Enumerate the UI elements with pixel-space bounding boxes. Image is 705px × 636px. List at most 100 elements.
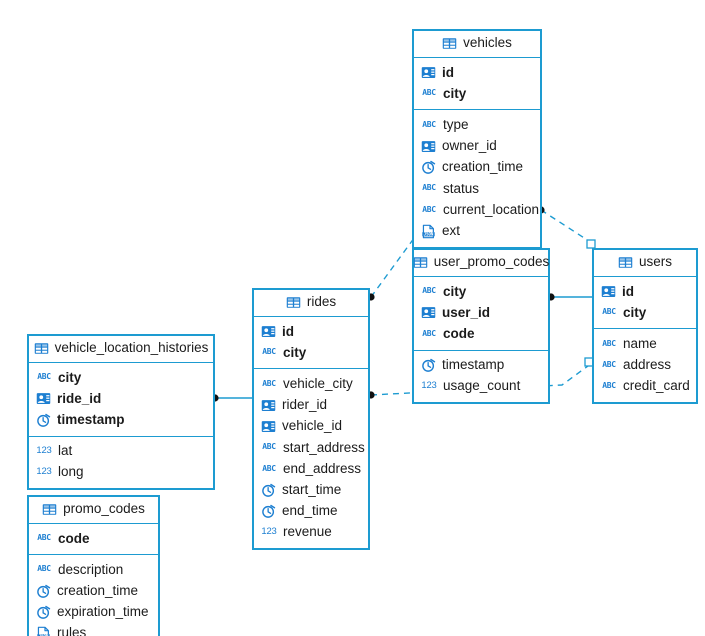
field-label: code (443, 325, 475, 341)
field-label: owner_id (442, 138, 497, 154)
entity-title: promo_codes (63, 501, 145, 517)
primary-key-user_id[interactable]: user_id (414, 302, 548, 323)
field-label: timestamp (442, 357, 505, 373)
table-icon (618, 255, 633, 270)
column-rules[interactable]: JSONrules (29, 623, 158, 636)
column-start_time[interactable]: start_time (254, 480, 368, 501)
relationship-endpoint-square (586, 239, 596, 249)
relationship-vehicles-to-users[interactable] (537, 206, 596, 249)
abc-string-icon: ABC (37, 533, 51, 543)
relationship-vehicle-location-histories-to-rides[interactable] (211, 394, 252, 402)
table-icon (413, 255, 428, 270)
abc-string-icon: ABC (422, 119, 436, 129)
entity-header-vehicles[interactable]: vehicles (414, 31, 540, 58)
field-label: type (443, 116, 469, 132)
entity-header-rides[interactable]: rides (254, 290, 368, 317)
primary-key-id[interactable]: id (254, 321, 368, 342)
abc-string-icon: ABC (262, 442, 276, 452)
table-icon (286, 295, 301, 310)
column-timestamp[interactable]: timestamp (414, 355, 548, 376)
field-label: start_address (283, 439, 365, 455)
table-icon (442, 36, 457, 51)
primary-key-ride_id[interactable]: ride_id (29, 388, 213, 409)
field-label: city (283, 344, 307, 360)
id-card-uuid-icon (421, 305, 436, 320)
field-label: code (58, 530, 90, 546)
field-label: long (58, 464, 84, 480)
column-owner_id[interactable]: owner_id (414, 136, 540, 157)
table-icon (34, 341, 49, 356)
column-long[interactable]: 123 long (29, 462, 213, 483)
primary-key-city[interactable]: ABC city (414, 83, 540, 104)
primary-key-city[interactable]: ABC city (254, 342, 368, 363)
entity-header-user_promo_codes[interactable]: user_promo_codes (413, 250, 550, 277)
field-label: id (442, 64, 454, 80)
field-label: start_time (282, 482, 342, 498)
primary-key-id[interactable]: id (414, 62, 540, 83)
entity-title: user_promo_codes (433, 254, 550, 270)
column-creation_time[interactable]: creation_time (29, 580, 158, 601)
primary-key-id[interactable]: id (594, 281, 696, 302)
entity-header-promo_codes[interactable]: promo_codes (29, 497, 158, 524)
column-expiration_time[interactable]: expiration_time (29, 602, 158, 623)
abc-string-icon: ABC (422, 328, 436, 338)
column-type[interactable]: ABC type (414, 114, 540, 135)
field-label: user_id (442, 304, 491, 320)
entity-header-vehicle_location_histories[interactable]: vehicle_location_histories (29, 336, 213, 363)
field-label: rules (57, 625, 87, 636)
clock-timestamp-icon (261, 504, 276, 519)
column-end_time[interactable]: end_time (254, 501, 368, 522)
field-label: id (282, 323, 294, 339)
field-label: revenue (283, 524, 332, 540)
number-123-icon: 123 (36, 444, 52, 456)
number-123-icon: 123 (36, 466, 52, 478)
column-creation_time[interactable]: creation_time (414, 157, 540, 178)
relationship-user-promo-codes-to-users[interactable] (547, 293, 592, 301)
entity-title: users (638, 254, 672, 270)
column-vehicle_id[interactable]: vehicle_id (254, 416, 368, 437)
abc-string-icon: ABC (262, 463, 276, 473)
column-start_address[interactable]: ABC start_address (254, 437, 368, 458)
column-rider_id[interactable]: rider_id (254, 395, 368, 416)
abc-string-icon: ABC (422, 88, 436, 98)
primary-key-timestamp[interactable]: timestamp (29, 409, 213, 430)
abc-string-icon: ABC (262, 347, 276, 357)
field-label: expiration_time (57, 604, 149, 620)
clock-timestamp-icon (36, 584, 51, 599)
entity-header-users[interactable]: users (594, 250, 696, 277)
abc-string-icon: ABC (422, 204, 436, 214)
id-card-uuid-icon (261, 419, 276, 434)
primary-key-code[interactable]: ABC code (29, 528, 158, 549)
field-label: address (623, 357, 672, 373)
primary-key-code[interactable]: ABC code (414, 323, 548, 344)
field-label: city (443, 85, 467, 101)
